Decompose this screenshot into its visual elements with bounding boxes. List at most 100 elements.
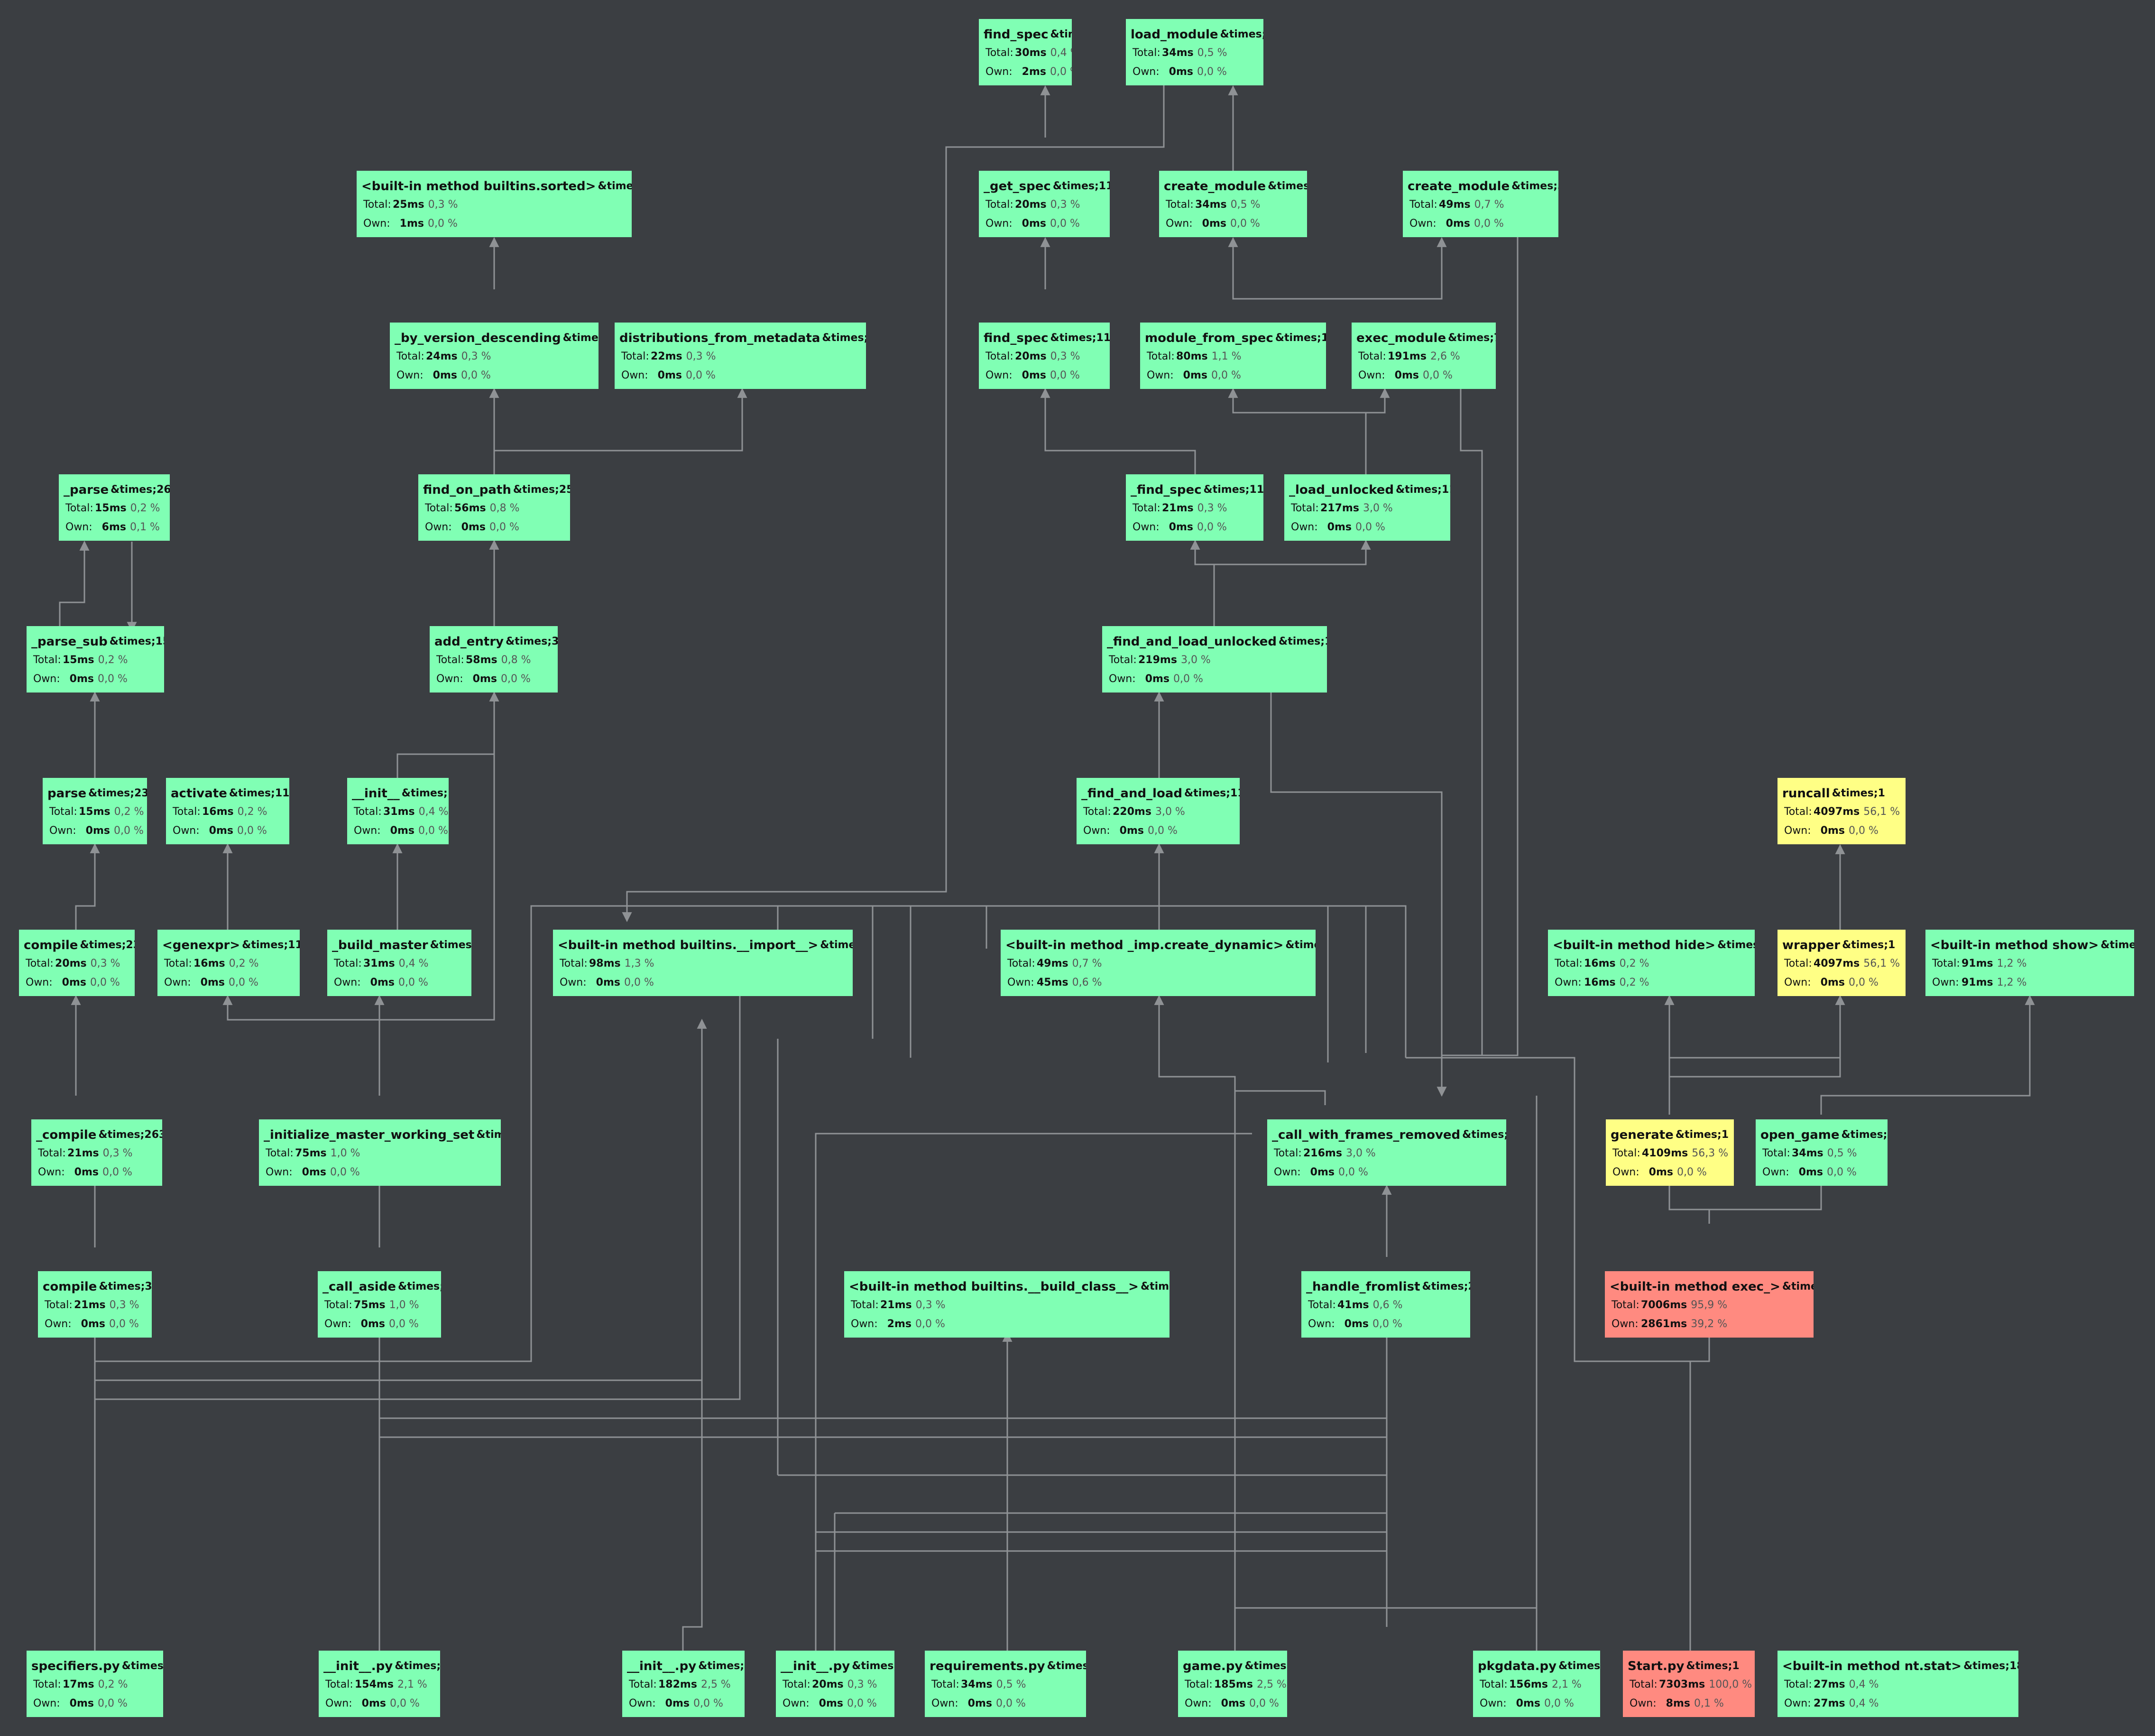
edge — [815, 1133, 1252, 1651]
total-percent: 95,9 % — [1691, 1299, 1728, 1311]
own-label: Own: — [334, 977, 361, 988]
own-percent: 0,0 % — [428, 218, 458, 230]
call-node-distributions-from-metadata[interactable]: distributions_from_metadata&times;456Tot… — [615, 323, 866, 389]
total-percent: 2,1 % — [1551, 1679, 1582, 1690]
own-time: 0ms — [433, 369, 457, 381]
function-name: __init__.py — [323, 1659, 393, 1673]
own-time: 0ms — [1344, 1318, 1369, 1330]
total-time: 220ms — [1113, 806, 1151, 818]
call-node-builtins-sorted[interactable]: <built-in method builtins.sorted>&times;… — [357, 171, 632, 237]
function-name: _get_spec — [984, 179, 1051, 194]
edge — [1040, 388, 1196, 484]
total-time: 58ms — [466, 654, 497, 666]
call-node-by-version-descending[interactable]: _by_version_descending&times;28Total:24m… — [390, 323, 599, 389]
total-percent: 0,3 % — [428, 199, 458, 211]
own-percent: 0,4 % — [1849, 1698, 1879, 1709]
call-count: &times;28 — [562, 332, 599, 344]
total-percent: 3,0 % — [1363, 502, 1393, 514]
own-time: 0ms — [1169, 66, 1193, 78]
node-title: _find_spec&times;117 — [1131, 483, 1263, 497]
total-time: 185ms — [1214, 1679, 1253, 1690]
call-node-builtins-import[interactable]: <built-in method builtins.__import__>&ti… — [553, 930, 853, 996]
function-name: _by_version_descending — [395, 331, 561, 345]
own-percent: 0,0 % — [1849, 977, 1879, 988]
own-percent: 0,0 % — [996, 1698, 1026, 1709]
call-node-initialize-master-working-set[interactable]: _initialize_master_working_set&times;1To… — [259, 1119, 501, 1186]
call-node-hide[interactable]: <built-in method hide>&times;2Total:16ms… — [1548, 930, 1755, 996]
own-percent: 0,0 % — [1211, 369, 1241, 381]
total-percent: 0,2 % — [229, 958, 259, 970]
total-time: 191ms — [1388, 351, 1427, 362]
own-time: 0ms — [302, 1166, 326, 1178]
call-count: &times;1 — [476, 1129, 501, 1141]
own-time: 0ms — [1516, 1698, 1540, 1709]
call-node-find-and-load-unlocked[interactable]: _find_and_load_unlocked&times;117Total:2… — [1102, 626, 1327, 693]
node-title: _get_spec&times;116 — [984, 179, 1110, 194]
node-title: _find_and_load_unlocked&times;117 — [1107, 635, 1327, 649]
total-time: 30ms — [1015, 47, 1047, 59]
call-count: &times;1 — [1832, 787, 1885, 799]
own-label: Own: — [1630, 1698, 1657, 1709]
call-node-imp-create-dynamic[interactable]: <built-in method _imp.create_dynamic>&ti… — [1001, 930, 1316, 996]
own-percent: 0,0 % — [1544, 1698, 1574, 1709]
total-label: Total: — [1612, 1299, 1639, 1311]
total-label: Total: — [425, 502, 453, 514]
call-node-show[interactable]: <built-in method show>&times;2Total:91ms… — [1925, 930, 2134, 996]
call-node-build-class[interactable]: <built-in method builtins.__build_class_… — [844, 1271, 1170, 1338]
edge — [1232, 237, 1447, 300]
call-node-module-from-spec[interactable]: module_from_spec&times;117Total:80ms1,1 … — [1140, 323, 1326, 389]
total-time: 20ms — [1015, 199, 1047, 211]
function-name: find_spec — [984, 331, 1049, 345]
call-node-nt-stat[interactable]: <built-in method nt.stat>&times;1865Tota… — [1777, 1651, 2018, 1717]
call-node-call-with-frames-removed[interactable]: _call_with_frames_removed&times;279Total… — [1267, 1119, 1506, 1186]
call-node-exec[interactable]: <built-in method exec_>&times;1Total:700… — [1605, 1271, 1814, 1338]
total-label: Total: — [266, 1147, 294, 1159]
own-label: Own: — [1784, 825, 1811, 837]
